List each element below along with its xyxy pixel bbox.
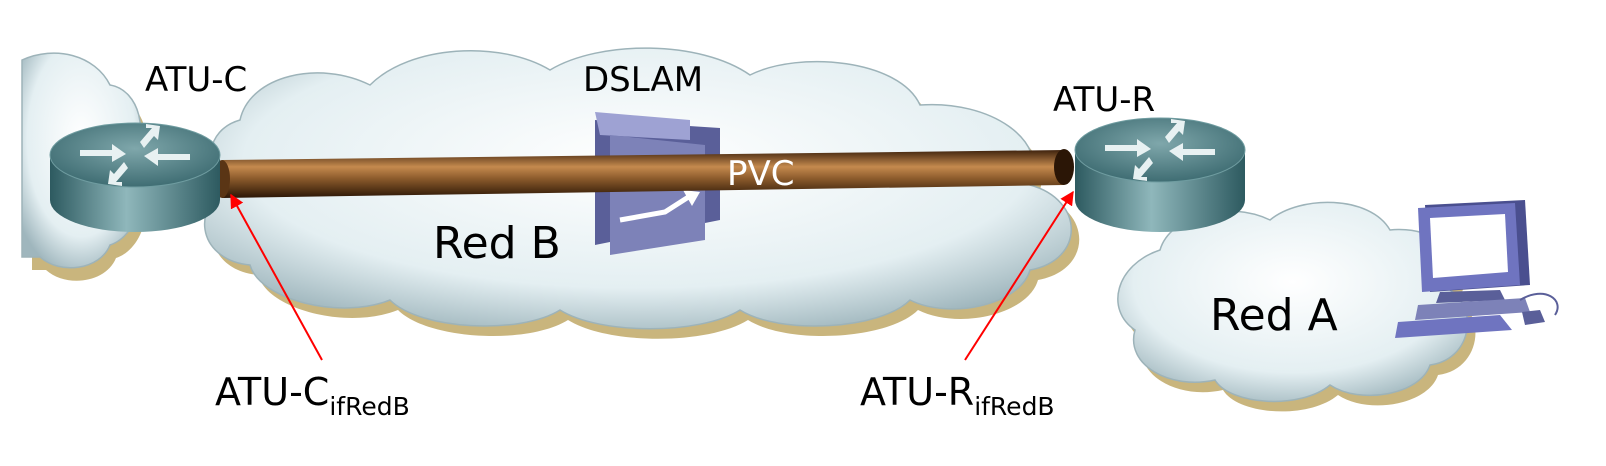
red-a-cloud — [1117, 201, 1476, 412]
atu-r-if-pointer — [964, 190, 1074, 361]
atu-c-if-label: ATU-CifRedB — [215, 370, 410, 421]
atu-c-if-pointer — [230, 193, 323, 361]
atu-c-if-main: ATU-C — [215, 370, 329, 414]
atu-r-if-sub: ifRedB — [974, 392, 1054, 421]
atu-c-if-sub: ifRedB — [329, 392, 409, 421]
dslam-label: DSLAM — [583, 60, 703, 100]
atu-r-router-icon — [1074, 117, 1246, 232]
atu-c-label: ATU-C — [145, 60, 247, 100]
red-a-label: Red A — [1210, 290, 1338, 341]
atu-r-if-main: ATU-R — [860, 370, 974, 414]
atu-r-if-label: ATU-RifRedB — [860, 370, 1055, 421]
computer-icon — [1395, 200, 1559, 338]
red-b-label: Red B — [433, 218, 561, 269]
atu-c-router-icon — [49, 122, 221, 232]
atu-r-label: ATU-R — [1053, 80, 1155, 120]
pvc-label: PVC — [727, 154, 795, 194]
